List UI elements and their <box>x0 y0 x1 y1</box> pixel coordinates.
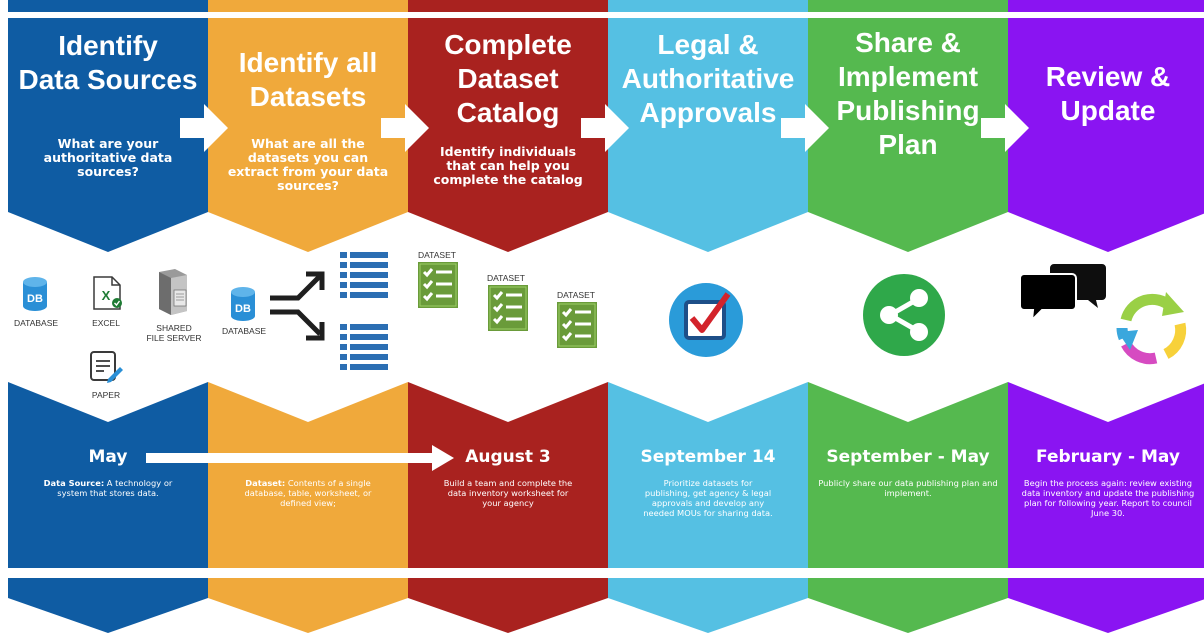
icon-label: DATABASE <box>221 326 267 336</box>
icon-label: DATASET <box>487 273 525 283</box>
next-step-arrow <box>581 104 629 152</box>
column-background <box>608 0 808 633</box>
database-icon: DB <box>231 287 255 321</box>
icon-label: PAPER <box>91 390 121 400</box>
timeline-arrow <box>146 445 454 471</box>
step-date: May <box>88 447 128 467</box>
step-description: Publicly share our data publishing plan … <box>818 478 998 498</box>
column-background <box>1008 0 1204 633</box>
checklist-icon <box>557 302 597 348</box>
checklist-icon <box>488 285 528 331</box>
column-background <box>808 0 1008 633</box>
icon-label: DATASET <box>418 250 456 260</box>
step-date: February - May <box>1036 447 1180 467</box>
next-step-arrow <box>180 104 228 152</box>
list-icon <box>340 324 388 370</box>
excel-icon: X <box>93 276 122 310</box>
step-date: August 3 <box>465 447 551 467</box>
next-step-arrow <box>781 104 829 152</box>
paper-icon <box>90 351 123 383</box>
step-title: Review &Update <box>1045 61 1171 126</box>
svg-text:X: X <box>102 288 111 303</box>
svg-text:DB: DB <box>27 293 43 305</box>
checklist-icon <box>418 262 458 308</box>
step-description: Data Source: A technology or system that… <box>43 478 173 498</box>
next-step-arrow <box>981 104 1029 152</box>
icon-label: EXCEL <box>92 318 120 328</box>
icon-label: DATABASE <box>13 318 59 328</box>
icon-label: DATASET <box>557 290 595 300</box>
chat-bubbles-icon <box>1019 264 1106 323</box>
file-server-icon <box>159 269 187 315</box>
svg-text:DB: DB <box>235 303 251 315</box>
share-icon <box>863 274 945 356</box>
step-date: September 14 <box>640 447 776 467</box>
refresh-cycle-icon <box>1116 292 1187 365</box>
step-review-update: Review &Update February - May Begin the … <box>1008 0 1204 633</box>
database-icon: DB <box>23 277 47 311</box>
checkbox-approval-icon <box>669 283 743 357</box>
step-date: September - May <box>826 447 990 467</box>
column-background <box>208 0 408 633</box>
next-step-arrow <box>381 104 429 152</box>
column-background <box>408 0 608 633</box>
split-arrow-icon <box>270 271 325 341</box>
column-background <box>8 0 208 633</box>
list-icon <box>340 252 388 298</box>
step-description: Dataset: Contents of a single database, … <box>244 478 372 508</box>
step-description: Begin the process again: review existing… <box>1021 478 1195 518</box>
